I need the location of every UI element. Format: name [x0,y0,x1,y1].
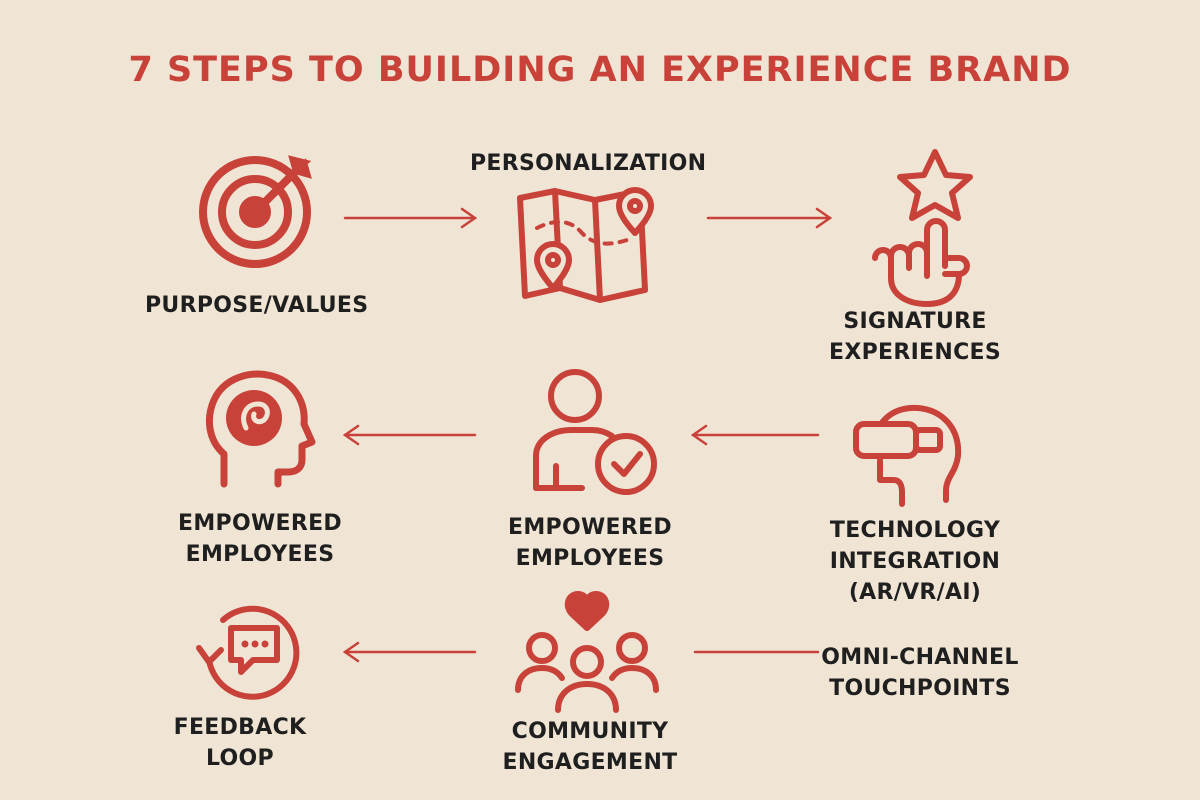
community-heart-icon [512,590,662,715]
diagram-title: 7 STEPS TO BUILDING AN EXPERIENCE BRAND [128,50,1072,90]
person-check-icon [530,368,660,498]
vr-headset-icon [850,400,970,510]
arrow-purpose-to-personalization [343,207,478,229]
node-label-empowered-employees-left: EMPOWERED EMPLOYEES [178,511,342,567]
node-label-community-engagement: COMMUNITY ENGAGEMENT [502,719,678,775]
star-hand-icon [855,148,985,308]
node-label-signature-experiences: SIGNATURE EXPERIENCES [828,309,1002,365]
arrow-technology-to-employees [690,424,820,446]
node-label-technology-integration: TECHNOLOGY INTEGRATION (AR/VR/AI) [829,518,1001,605]
feedback-loop-icon [195,598,305,708]
arrow-personalization-to-signature [706,207,833,229]
head-idea-icon [202,368,316,488]
node-label-feedback-loop: FEEDBACK LOOP [173,715,307,771]
target-arrow-icon [195,150,315,270]
node-label-personalization: PERSONALIZATION [470,151,707,176]
arrow-employees-to-employees [342,424,477,446]
map-pins-icon [515,187,655,303]
arrow-community-to-feedback [342,641,477,663]
node-label-empowered-employees-center: EMPOWERED EMPLOYEES [508,515,672,571]
node-label-omni-channel-touchpoints: OMNI-CHANNEL TOUCHPOINTS [821,645,1019,701]
node-label-purpose-values: PURPOSE/VALUES [145,293,369,318]
